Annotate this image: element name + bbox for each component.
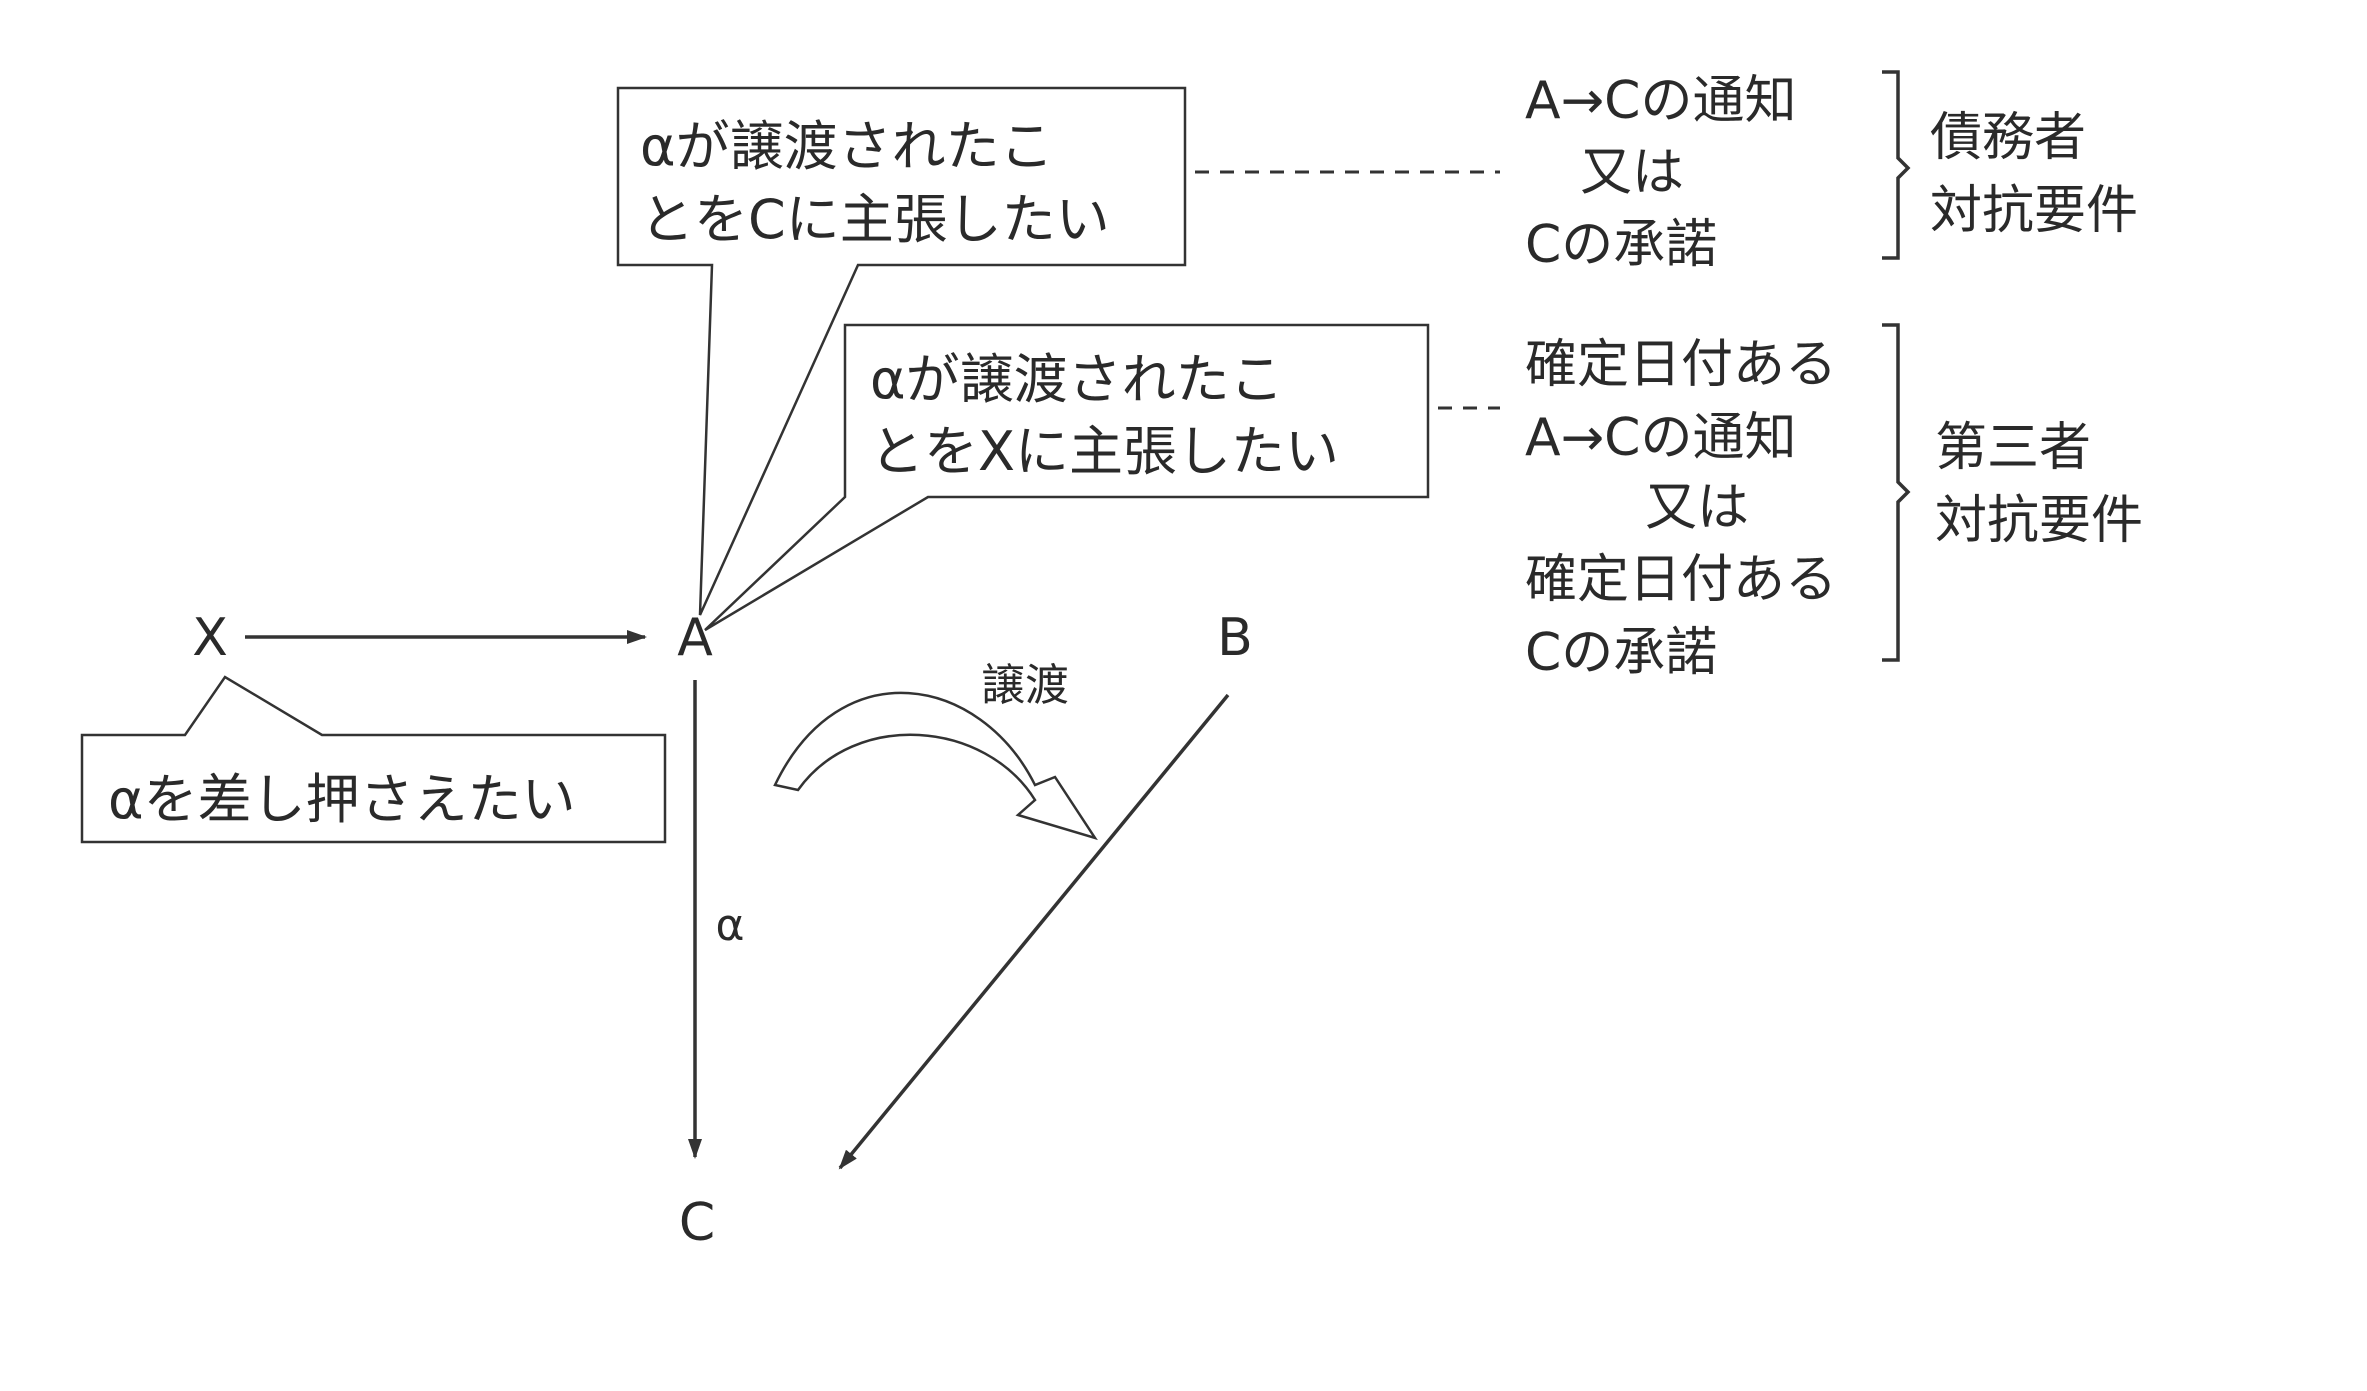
third-party-req-line2: A→Cの通知: [1525, 408, 1796, 468]
node-c: C: [679, 1193, 715, 1253]
bubble-a-to-c-shape: [616, 86, 1187, 616]
node-a: A: [677, 608, 713, 668]
edge-label-transfer: 譲渡: [981, 660, 1069, 711]
debtor-bracket: [1882, 70, 1911, 260]
debtor-label-line1: 債務者: [1930, 108, 2086, 168]
bubble-x-line1: αを差し押さえたい: [108, 768, 576, 831]
bubble-a-to-x-shape: [704, 323, 1430, 632]
debtor-req-line3: Cの承諾: [1525, 215, 1717, 275]
third-party-bracket: [1882, 323, 1911, 662]
bubble-a-to-c-line1: αが譲渡されたこ: [640, 115, 1054, 178]
third-party-req-line5: Cの承諾: [1525, 623, 1717, 683]
edge-b-to-c: [838, 693, 1230, 1170]
bubble-a-to-x-line1: αが譲渡されたこ: [870, 348, 1284, 411]
debtor-req-line2: 又は: [1580, 143, 1684, 203]
bubble-a-to-x-line2: とをXに主張したい: [870, 420, 1339, 483]
bubble-a-to-c-line2: とをCに主張したい: [640, 188, 1110, 251]
bubble-x-shape: [80, 675, 667, 844]
node-x: X: [192, 608, 228, 668]
edge-label-alpha: α: [715, 900, 744, 951]
third-party-req-line3: 又は: [1645, 478, 1749, 538]
third-party-label-line2: 対抗要件: [1935, 491, 2143, 551]
transfer-arrow-icon: [773, 691, 1098, 841]
third-party-req-line4: 確定日付ある: [1525, 550, 1837, 610]
third-party-req-line1: 確定日付ある: [1525, 335, 1837, 395]
debtor-label-line2: 対抗要件: [1930, 181, 2138, 241]
debtor-req-line1: A→Cの通知: [1525, 71, 1796, 131]
node-b: B: [1217, 608, 1253, 668]
third-party-label-line1: 第三者: [1935, 418, 2091, 478]
